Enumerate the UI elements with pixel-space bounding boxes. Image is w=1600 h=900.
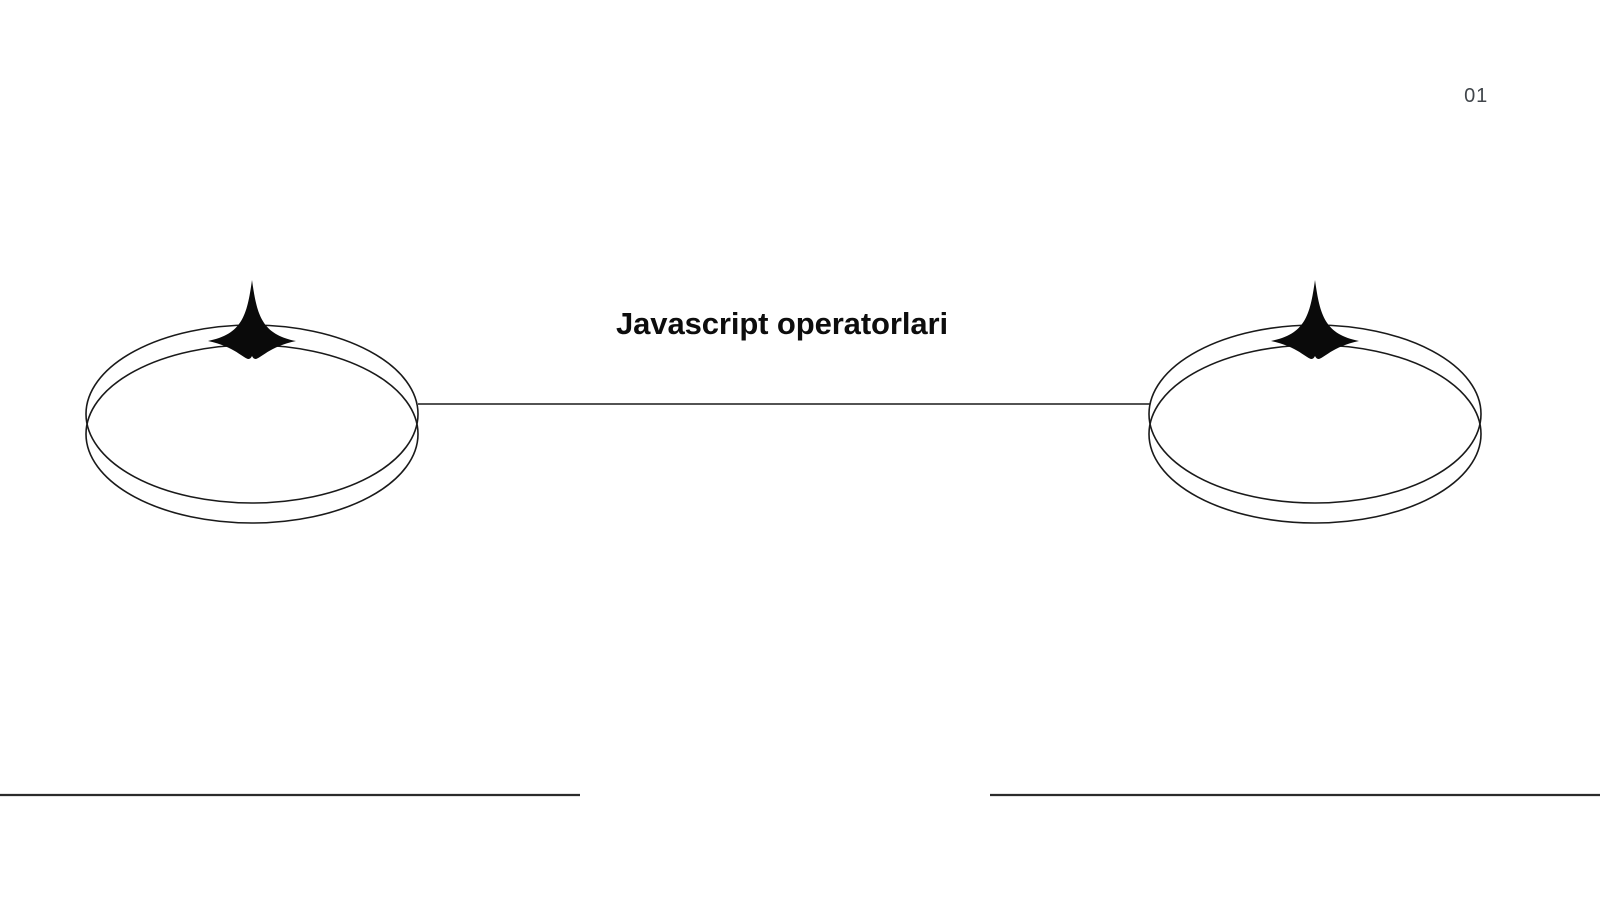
page-number: 01: [1464, 85, 1488, 107]
left-emblem: [85, 280, 419, 524]
left-sparkle-icon: [208, 280, 296, 359]
page-title: Javascript operatorlari: [616, 305, 948, 341]
right-sparkle-icon: [1271, 280, 1359, 359]
left-disc-lower-ellipse: [85, 344, 419, 524]
right-disc-lower-ellipse: [1148, 344, 1482, 524]
right-emblem: [1148, 280, 1482, 524]
